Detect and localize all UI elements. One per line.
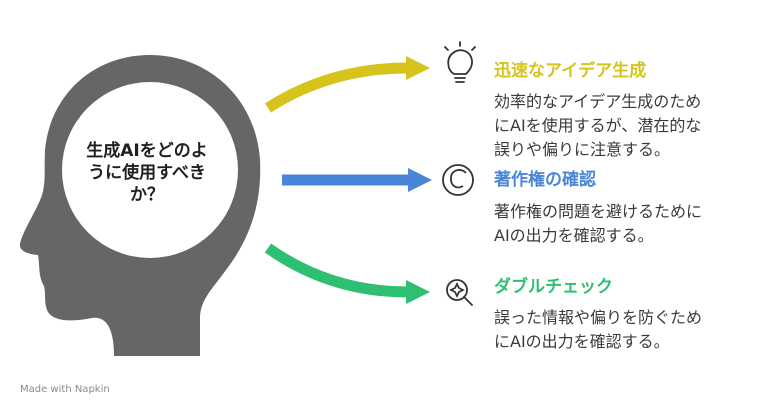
desc-line: AIの出力を確認する。 <box>494 226 654 245</box>
desc-line: 誤りや偏りに注意する。 <box>494 140 671 159</box>
item-desc-copyright: 著作権の問題を避けるために AIの出力を確認する。 <box>494 200 769 248</box>
item-title-copyright: 著作権の確認 <box>494 170 596 190</box>
central-question-line3: か？ <box>130 185 164 205</box>
arrow-bottom <box>264 243 409 298</box>
napkin-watermark: Made with Napkin <box>20 384 110 395</box>
central-question-line1: 生成AIをどのよ <box>86 141 208 161</box>
copyright-c-icon <box>442 164 474 196</box>
central-question-line2: うに使用すべき <box>88 163 206 183</box>
central-question: 生成AIをどのよ うに使用すべき か？ <box>72 140 222 206</box>
desc-line: 著作権の問題を避けるために <box>494 202 703 221</box>
arrow-bottom-head <box>406 280 430 304</box>
arrow-top-head <box>406 56 430 80</box>
desc-line: 誤った情報や偏りを防ぐため <box>494 308 703 327</box>
desc-line: 効率的なアイデア生成のため <box>494 92 702 111</box>
desc-line: にAIを使用するが、潜在的な <box>494 116 702 135</box>
arrow-middle-head <box>408 168 432 192</box>
item-title-double-check: ダブルチェック <box>494 277 613 297</box>
arrow-top <box>265 62 409 113</box>
lightbulb-icon <box>444 41 476 83</box>
item-desc-idea-generation: 効率的なアイデア生成のため にAIを使用するが、潜在的な 誤りや偏りに注意する。 <box>494 90 769 162</box>
desc-line: にAIの出力を確認する。 <box>494 332 670 351</box>
item-desc-double-check: 誤った情報や偏りを防ぐため にAIの出力を確認する。 <box>494 306 769 354</box>
item-title-idea-generation: 迅速なアイデア生成 <box>494 61 647 81</box>
magnifier-sparkle-icon <box>446 279 473 306</box>
head-circle <box>62 82 238 258</box>
